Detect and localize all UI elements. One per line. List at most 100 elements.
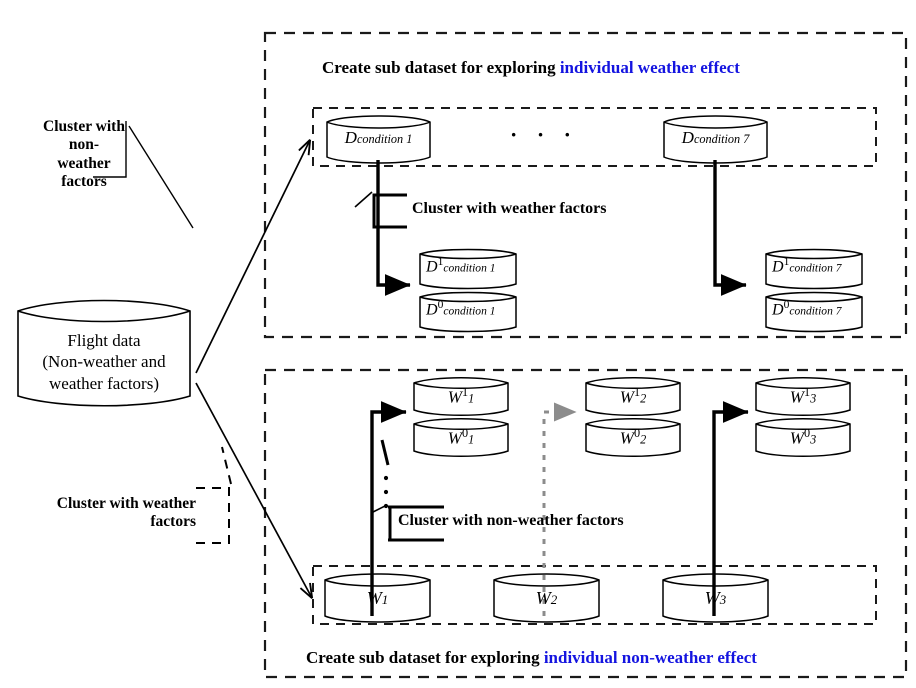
- label-w1-sup0: W01: [414, 426, 508, 449]
- label-w3-sup0: W03: [756, 426, 850, 449]
- label-sub: 3: [719, 592, 727, 607]
- top-section-title: Create sub dataset for exploring individ…: [322, 58, 740, 78]
- bottom-section-title-black: Create sub dataset for exploring: [306, 648, 544, 667]
- label-d-condition-7: Dcondition 7: [664, 128, 767, 148]
- label-d1-sup0: D0condition 1: [422, 299, 522, 319]
- arrow-w1-to-children: [370, 401, 407, 616]
- label-sub: 3: [810, 432, 817, 447]
- label-sub: 2: [550, 592, 558, 607]
- source-label-line2: (Non-weather and: [42, 352, 166, 372]
- label-w1-sup1: W11: [414, 385, 508, 408]
- label-sup: 0: [803, 426, 811, 440]
- label-base: W: [704, 588, 720, 608]
- label-sub: 2: [640, 432, 647, 447]
- label-sup: 0: [461, 426, 469, 440]
- annotation-cluster-weather-left-line2: factors: [150, 513, 196, 531]
- label-w1: W1: [325, 588, 430, 609]
- cylinder-w3-sup0: [755, 418, 851, 457]
- label-sub: 1: [381, 592, 389, 607]
- cylinder-d-condition-7: [663, 115, 768, 164]
- annotation-cluster-non-weather-left: Cluster with non- weather factors: [40, 118, 128, 191]
- label-sup: 1: [633, 385, 641, 399]
- arrow-w3-to-children: [712, 401, 749, 616]
- label-sub: condition 7: [789, 305, 842, 318]
- cylinder-w1: [324, 573, 431, 623]
- label-w2: W2: [494, 588, 599, 609]
- label-base: D: [772, 258, 784, 276]
- label-sup: 1: [803, 385, 811, 399]
- label-d7-sup0: D0condition 7: [768, 299, 868, 319]
- annotation-cluster-weather-top: Cluster with weather factors: [412, 200, 607, 217]
- label-base: W: [535, 588, 551, 608]
- arrow-source-to-bottom: [195, 382, 312, 598]
- label-base: W: [447, 387, 462, 407]
- arrow-w2-to-children-muted: [542, 402, 577, 616]
- annotation-cluster-non-weather-left-line2: weather factors: [57, 154, 111, 190]
- cylinder-w2-sup0: [585, 418, 681, 457]
- cylinder-d7-sup0: [765, 291, 863, 333]
- label-sup: 1: [437, 256, 444, 268]
- label-base: D: [426, 258, 438, 276]
- label-sub: condition 1: [443, 262, 496, 275]
- leader-cluster-non-weather-bottom: [372, 504, 444, 542]
- label-d7-sup1: D1condition 7: [768, 256, 868, 276]
- label-base: W: [619, 428, 634, 448]
- label-base: D: [772, 301, 784, 319]
- top-section-title-black: Create sub dataset for exploring: [322, 58, 560, 77]
- source-label-line3: weather factors): [49, 373, 159, 393]
- label-w3-sup1: W13: [756, 385, 850, 408]
- label-sup: 1: [783, 256, 790, 268]
- horizontal-ellipsis: · · ·: [510, 122, 579, 147]
- label-sub: condition 1: [443, 305, 496, 318]
- cylinder-w3-sup1: [755, 377, 851, 416]
- leader-cluster-weather-left: [196, 446, 232, 544]
- ellipsis-slash: [380, 439, 390, 466]
- bottom-section-title-blue: individual non-weather effect: [543, 648, 757, 667]
- cylinder-w2-sup1: [585, 377, 681, 416]
- label-base: D: [426, 301, 438, 319]
- label-w2-sup1: W12: [586, 385, 680, 408]
- label-base: W: [447, 428, 462, 448]
- cylinder-w2: [493, 573, 600, 623]
- arrow-d7-to-children: [713, 160, 747, 296]
- label-sub: 1: [468, 391, 475, 406]
- leader-cluster-non-weather-left: [93, 121, 194, 229]
- label-base: W: [366, 588, 382, 608]
- cylinder-w1-sup1: [413, 377, 509, 416]
- source-cylinder-label: Flight data (Non-weather and weather fac…: [14, 330, 194, 394]
- label-sub: condition 1: [356, 132, 413, 146]
- label-sub: 3: [810, 391, 817, 406]
- label-sup: 0: [437, 299, 444, 311]
- bottom-section-title: Create sub dataset for exploring individ…: [306, 648, 757, 668]
- source-label-line1: Flight data: [67, 331, 141, 350]
- leader-cluster-weather-top: [354, 191, 407, 229]
- label-d1-sup1: D1condition 1: [422, 256, 522, 276]
- label-base: W: [789, 387, 804, 407]
- source-cylinder: [17, 299, 191, 407]
- label-base: W: [619, 387, 634, 407]
- label-sub: condition 7: [789, 262, 842, 275]
- annotation-cluster-non-weather-left-line1: Cluster with non-: [43, 118, 125, 154]
- cylinder-d7-sup1: [765, 248, 863, 290]
- cylinder-d-condition-1: [326, 115, 431, 164]
- label-base: W: [789, 428, 804, 448]
- cylinder-d1-sup0: [419, 291, 517, 333]
- label-d-condition-1: Dcondition 1: [327, 128, 430, 148]
- top-section-title-blue: individual weather effect: [559, 58, 740, 77]
- annotation-cluster-non-weather-bottom: Cluster with non-weather factors: [398, 512, 624, 529]
- annotation-cluster-weather-left-line1: Cluster with weather: [56, 495, 196, 512]
- vertical-ellipsis-dots: [383, 475, 389, 509]
- top-section-frame: [263, 31, 908, 339]
- label-sup: 0: [633, 426, 641, 440]
- arrow-source-to-top: [195, 140, 310, 374]
- label-w2-sup0: W02: [586, 426, 680, 449]
- cylinder-w1-sup0: [413, 418, 509, 457]
- arrow-d1-to-children: [376, 160, 411, 296]
- label-base: D: [344, 128, 357, 147]
- label-base: D: [681, 128, 694, 147]
- cylinder-d1-sup1: [419, 248, 517, 290]
- label-w3: W3: [663, 588, 768, 609]
- label-sub: condition 7: [693, 132, 750, 146]
